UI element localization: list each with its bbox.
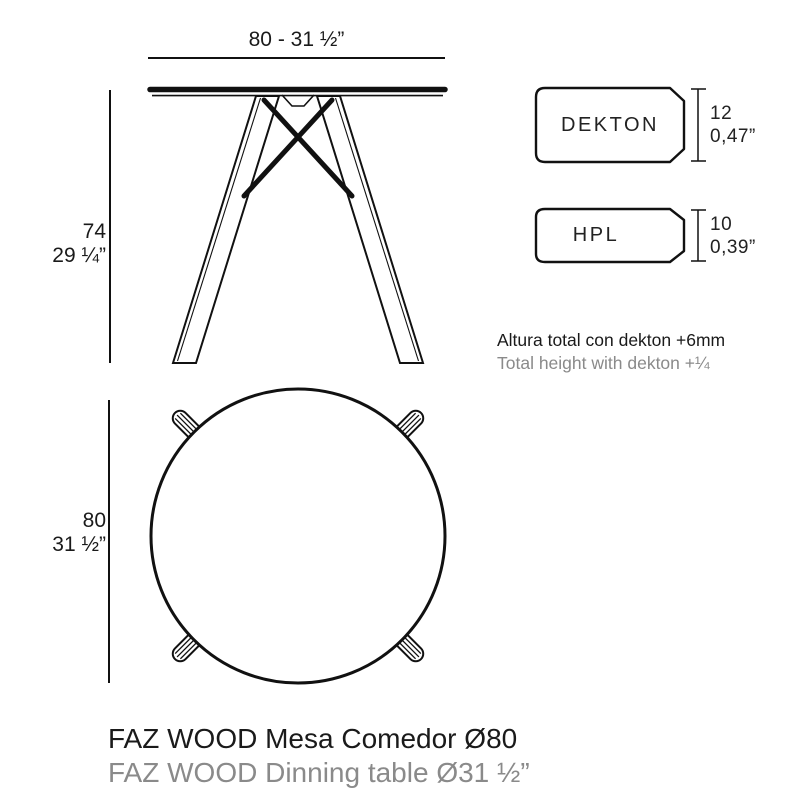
product-title: FAZ WOOD Mesa Comedor Ø80 FAZ WOOD Dinni… (108, 722, 530, 790)
dekton-thickness-mm: 12 (710, 103, 733, 124)
height-note-es: Altura total con dekton +6mm (497, 330, 726, 350)
tabletop-side (147, 86, 448, 97)
dekton-dim-line (691, 88, 706, 162)
diameter-dim-cm: 80 (82, 509, 106, 532)
cross-braces (241, 97, 355, 199)
height-dim-cm: 74 (82, 220, 106, 243)
left-leg (171, 95, 281, 364)
right-leg (315, 95, 425, 364)
height-note: Altura total con dekton +6mm Total heigh… (497, 329, 725, 375)
hpl-thickness-label: 10 0,39” (710, 209, 756, 262)
tabletop-circle (149, 387, 447, 685)
left-leg-inner-line (176, 97, 262, 362)
dekton-thickness-in: 0,47” (710, 126, 756, 147)
hpl-label: HPL (572, 224, 620, 246)
material-callouts (534, 86, 706, 264)
diameter-dim-in: 31 ½” (52, 533, 106, 556)
side-view-drawing (109, 57, 448, 364)
diameter-dim-label: 80 31 ½” (28, 509, 106, 557)
height-note-en: Total height with dekton +¼ (497, 353, 710, 373)
product-title-en: FAZ WOOD Dinning table Ø31 ½” (108, 757, 530, 788)
height-dim-in: 29 ¼” (52, 244, 106, 267)
dekton-thickness-label: 12 0,47” (710, 88, 756, 162)
hpl-thickness-mm: 10 (710, 213, 733, 235)
hpl-slab-shape (534, 207, 686, 264)
dekton-slab-shape (534, 86, 686, 164)
height-dim-label: 74 29 ¼” (28, 220, 106, 268)
right-leg-inner-line (334, 97, 420, 362)
top-view-drawing (108, 387, 447, 685)
product-title-es: FAZ WOOD Mesa Comedor Ø80 (108, 723, 518, 754)
hpl-thickness-in: 0,39” (710, 236, 756, 258)
hpl-dim-line (691, 209, 706, 262)
width-dim-label: 80 - 31 ½” (248, 28, 345, 51)
dekton-label: DEKTON (561, 113, 659, 136)
leg-mount-plate (281, 94, 315, 107)
